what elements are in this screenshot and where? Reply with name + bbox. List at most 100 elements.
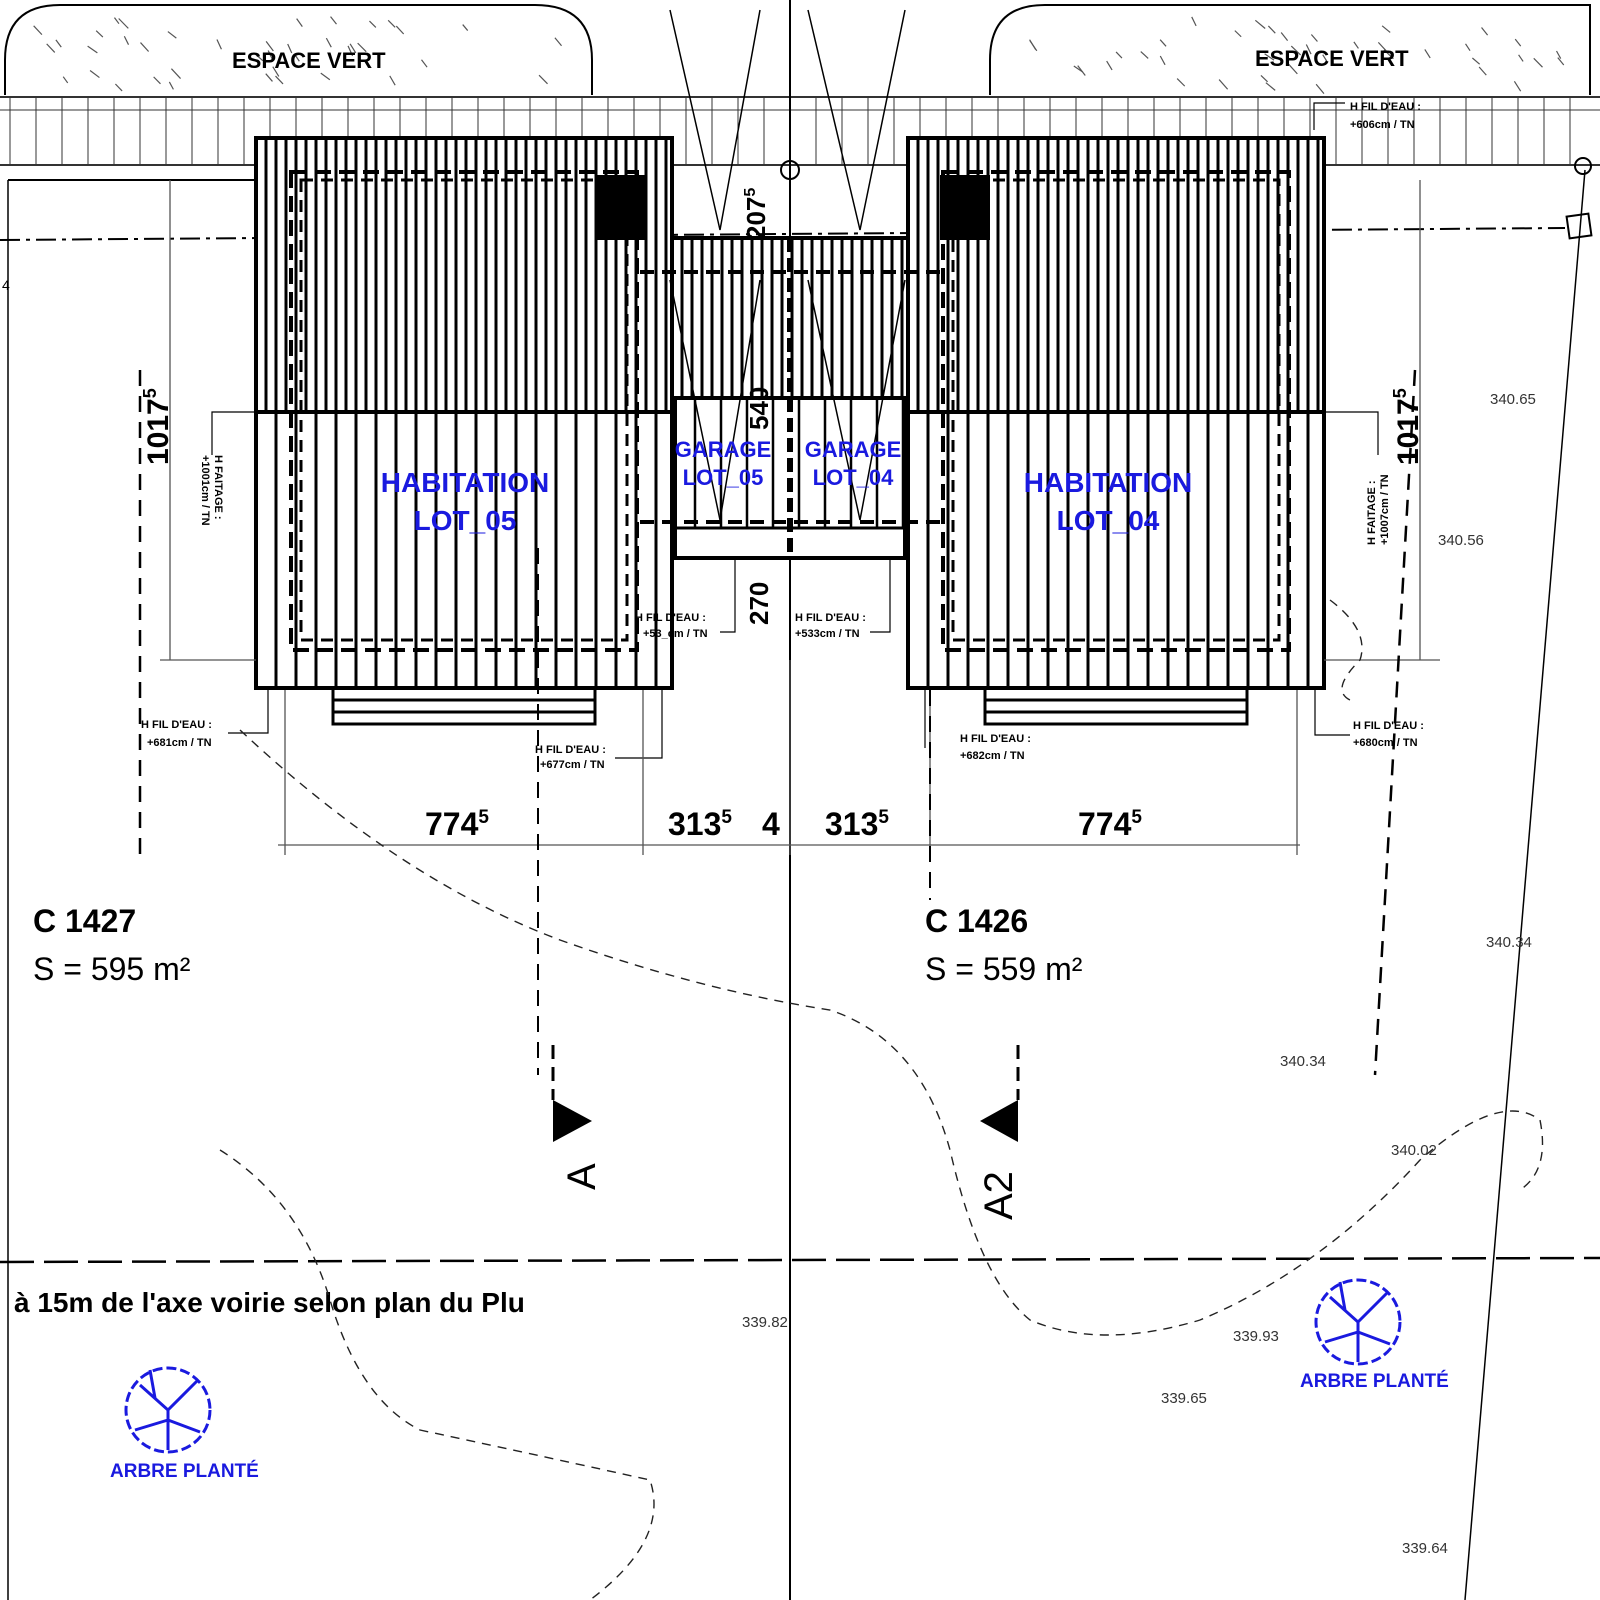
green-space-left bbox=[4, 4, 593, 95]
annotation-leaders bbox=[211, 102, 1379, 759]
vegetation-mark bbox=[272, 66, 280, 77]
vegetation-mark bbox=[1513, 81, 1522, 92]
depth-dimension-lines bbox=[138, 180, 1440, 1076]
faitage-right-value: +1007cm / TN bbox=[1379, 474, 1391, 545]
vegetation-mark bbox=[140, 42, 150, 52]
vegetation-mark bbox=[1140, 51, 1149, 59]
fil-eau-value: +53_cm / TN bbox=[643, 628, 708, 640]
edge-dimension: 4 bbox=[2, 277, 10, 293]
vegetation-mark bbox=[389, 75, 396, 86]
vegetation-mark bbox=[294, 53, 300, 62]
vegetation-mark bbox=[347, 45, 354, 57]
habitation-lot05-sublabel: LOT_05 bbox=[414, 505, 517, 536]
garage-mid-dimension: 540 bbox=[744, 387, 774, 430]
section-label-a: A bbox=[560, 1163, 604, 1190]
section-label-a2: A2 bbox=[977, 1171, 1021, 1220]
width-lot05: 7745 bbox=[425, 806, 489, 842]
fil-eau-value: +682cm / TN bbox=[960, 750, 1025, 762]
vegetation-mark bbox=[395, 25, 405, 35]
section-marker-a: A bbox=[551, 1045, 604, 1190]
vegetation-mark bbox=[123, 36, 130, 45]
elevation-point: 340.56 bbox=[1438, 532, 1484, 549]
vegetation-mark bbox=[1481, 27, 1489, 36]
vegetation-mark bbox=[1264, 53, 1275, 61]
faitage-left-label: H FAITAGE : bbox=[212, 455, 224, 520]
width-garage-lot04: 3135 bbox=[825, 806, 889, 842]
elevation-point: 339.82 bbox=[742, 1314, 788, 1331]
fil-eau-value: +677cm / TN bbox=[540, 759, 605, 771]
green-space-right bbox=[989, 4, 1591, 95]
green-space-label-right: ESPACE VERT bbox=[1255, 46, 1409, 71]
vegetation-mark bbox=[1533, 57, 1543, 68]
vegetation-mark bbox=[1377, 41, 1388, 52]
vegetation-mark bbox=[114, 83, 123, 92]
vegetation-mark bbox=[387, 19, 396, 28]
depth-dimension-left: 10175 bbox=[140, 388, 175, 465]
vegetation-mark bbox=[1267, 25, 1276, 34]
faitage-left-value: +1001cm / TN bbox=[199, 455, 211, 526]
vegetation-mark bbox=[33, 25, 43, 36]
garage-top-dimension: 2075 bbox=[741, 188, 771, 240]
fil-eau-value: +680cm / TN bbox=[1353, 737, 1418, 749]
width-lot04: 7745 bbox=[1078, 806, 1142, 842]
wall-outline bbox=[941, 170, 1291, 652]
vegetation-mark bbox=[216, 39, 222, 50]
garage-lot05-sublabel: LOT_05 bbox=[683, 465, 764, 490]
vegetation-mark bbox=[1290, 45, 1302, 56]
garage-lot04-sublabel: LOT_04 bbox=[813, 465, 894, 490]
vegetation-mark bbox=[170, 68, 181, 79]
garage-lot05-label: GARAGE bbox=[675, 437, 772, 462]
depth-dimension-right: 10175 bbox=[1390, 388, 1425, 465]
vegetation-mark bbox=[320, 72, 331, 81]
vegetation-mark bbox=[95, 30, 104, 38]
width-garage-lot05: 3135 bbox=[668, 806, 732, 842]
fil-eau-label: H FIL D'EAU : bbox=[795, 612, 866, 624]
vegetation-mark bbox=[1557, 57, 1565, 66]
vegetation-mark bbox=[118, 18, 129, 29]
fil-eau-label: H FIL D'EAU : bbox=[1353, 720, 1424, 732]
fil-eau-label: H FIL D'EAU : bbox=[141, 719, 212, 731]
chimney bbox=[940, 175, 990, 240]
vegetation-mark bbox=[1424, 49, 1431, 59]
vegetation-mark bbox=[267, 50, 274, 61]
parcel-ref-c1426: C 1426 bbox=[925, 903, 1028, 939]
section-marker-a2: A2 bbox=[977, 1045, 1021, 1220]
vegetation-mark bbox=[1381, 25, 1391, 33]
vegetation-mark bbox=[1176, 78, 1186, 87]
height-annotations: H FAITAGE :+1001cm / TN H FAITAGE :+1007… bbox=[141, 101, 1424, 771]
habitation-lot04-label: HABITATION bbox=[1024, 467, 1193, 498]
wall-outline bbox=[951, 178, 1281, 642]
vegetation-mark bbox=[1465, 43, 1471, 52]
vegetation-mark bbox=[1472, 57, 1481, 65]
vegetation-hatch bbox=[33, 16, 1565, 94]
vegetation-mark bbox=[1514, 38, 1522, 47]
vegetation-mark bbox=[1305, 44, 1312, 55]
vegetation-mark bbox=[1029, 39, 1037, 50]
vegetation-mark bbox=[254, 53, 264, 62]
section-arrow-icon bbox=[553, 1100, 592, 1142]
vegetation-mark bbox=[369, 20, 377, 28]
habitation-lot04-sublabel: LOT_04 bbox=[1057, 505, 1160, 536]
vegetation-mark bbox=[462, 24, 469, 31]
buildings bbox=[254, 9, 1326, 690]
vegetation-mark bbox=[349, 43, 357, 54]
width-gap: 4 bbox=[762, 806, 780, 842]
tree-icon bbox=[1314, 1278, 1402, 1366]
survey-marker-icon bbox=[1565, 212, 1593, 240]
fil-eau-value: +681cm / TN bbox=[147, 737, 212, 749]
tree-label: ARBRE PLANTÉ bbox=[110, 1460, 259, 1482]
vegetation-mark bbox=[275, 75, 284, 85]
green-space-label-left: ESPACE VERT bbox=[232, 48, 386, 73]
setback-note: à 15m de l'axe voirie selon plan du Plu bbox=[14, 1287, 525, 1318]
parcel-area-c1427: S = 595 m² bbox=[33, 951, 191, 987]
vegetation-mark bbox=[1115, 51, 1123, 59]
contour-lines bbox=[219, 599, 1544, 1600]
tree-icon bbox=[124, 1366, 212, 1454]
vegetation-mark bbox=[1353, 41, 1359, 49]
garage-front-dimension: 270 bbox=[744, 582, 774, 625]
vegetation-mark bbox=[1159, 55, 1166, 66]
vegetation-mark bbox=[62, 76, 69, 84]
tree-label: ARBRE PLANTÉ bbox=[1300, 1370, 1449, 1392]
wall-outline bbox=[289, 170, 639, 652]
